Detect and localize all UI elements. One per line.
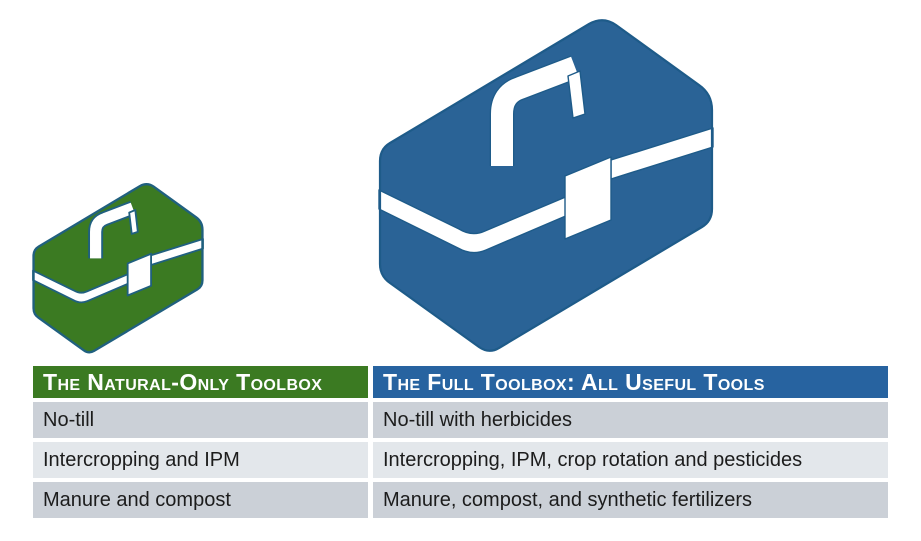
table-header-full-toolbox: The Full Toolbox: All Useful Tools [373,366,888,398]
table-cell-full-row2: Intercropping, IPM, crop rotation and pe… [373,442,888,478]
table-cell-full-row1: No-till with herbicides [373,402,888,438]
table-cell-natural-row2: Intercropping and IPM [33,442,368,478]
table-header-natural-only: The Natural-Only Toolbox [33,366,368,398]
table-cell-natural-row3: Manure and compost [33,482,368,518]
comparison-table: The Natural-Only Toolbox The Full Toolbo… [33,366,888,518]
table-cell-natural-row1: No-till [33,402,368,438]
full-toolbox-icon [375,14,717,356]
natural-only-toolbox-icon [31,181,205,355]
table-cell-full-row3: Manure, compost, and synthetic fertilize… [373,482,888,518]
